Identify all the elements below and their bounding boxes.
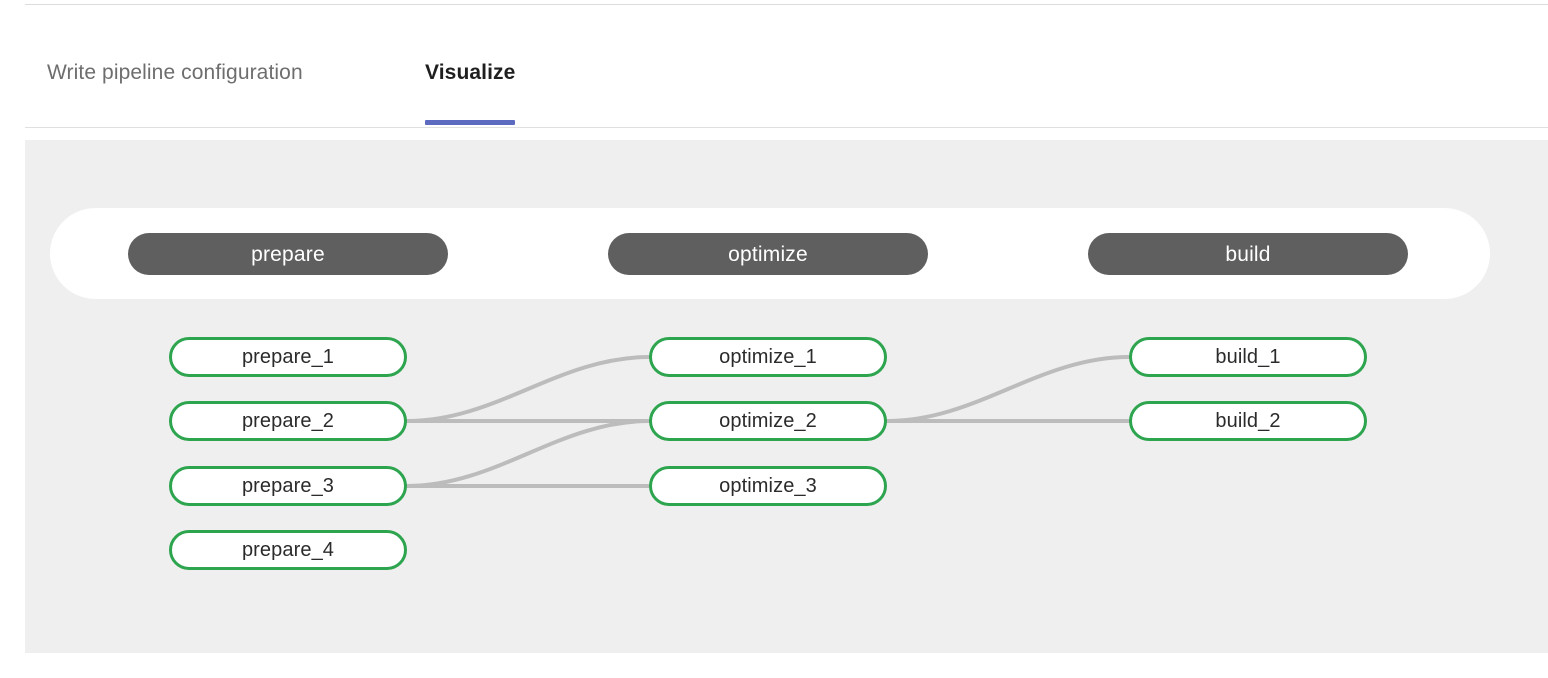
active-tab-indicator <box>425 120 516 125</box>
tab-bar-divider <box>25 127 1548 128</box>
stage-pill-build[interactable]: build <box>1088 233 1408 275</box>
job-node-build_1-label: build_1 <box>1215 346 1281 368</box>
job-node-prepare_4-label: prepare_4 <box>241 539 335 561</box>
link-optimize_2-build_1 <box>885 355 1131 423</box>
job-node-optimize_3[interactable]: optimize_3 <box>649 466 887 506</box>
tab-write-pipeline-configuration[interactable]: Write pipeline configuration <box>47 40 303 128</box>
pipeline-graph-canvas: prepare optimize build prepare_1 prepare… <box>25 140 1548 653</box>
job-node-build_2-label: build_2 <box>1215 410 1281 432</box>
top-divider <box>25 4 1548 5</box>
job-node-prepare_3[interactable]: prepare_3 <box>169 466 407 506</box>
tab-visualize-label: Visualize <box>425 61 516 84</box>
job-node-prepare_2[interactable]: prepare_2 <box>169 401 407 441</box>
job-node-prepare_2-label: prepare_2 <box>241 410 335 432</box>
job-node-prepare_4[interactable]: prepare_4 <box>169 530 407 570</box>
link-prepare_3-optimize_2 <box>405 419 651 488</box>
job-node-optimize_2-label: optimize_2 <box>719 410 817 432</box>
tab-bar: Write pipeline configuration Visualize <box>25 40 1548 128</box>
job-node-build_1[interactable]: build_1 <box>1129 337 1367 377</box>
job-node-optimize_3-label: optimize_3 <box>719 475 817 497</box>
stage-pill-optimize[interactable]: optimize <box>608 233 928 275</box>
stage-pill-prepare[interactable]: prepare <box>128 233 448 275</box>
job-node-prepare_3-label: prepare_3 <box>241 475 335 497</box>
job-node-optimize_1-label: optimize_1 <box>719 346 817 368</box>
stage-pill-optimize-label: optimize <box>728 242 808 266</box>
stage-pill-build-label: build <box>1225 242 1271 266</box>
job-node-prepare_1[interactable]: prepare_1 <box>169 337 407 377</box>
job-node-optimize_1[interactable]: optimize_1 <box>649 337 887 377</box>
link-prepare_2-optimize_1 <box>405 355 651 423</box>
job-node-prepare_1-label: prepare_1 <box>241 346 335 368</box>
job-node-build_2[interactable]: build_2 <box>1129 401 1367 441</box>
stage-pill-prepare-label: prepare <box>251 242 325 266</box>
tab-visualize[interactable]: Visualize <box>425 40 516 128</box>
tab-write-pipeline-configuration-label: Write pipeline configuration <box>47 61 303 84</box>
job-node-optimize_2[interactable]: optimize_2 <box>649 401 887 441</box>
